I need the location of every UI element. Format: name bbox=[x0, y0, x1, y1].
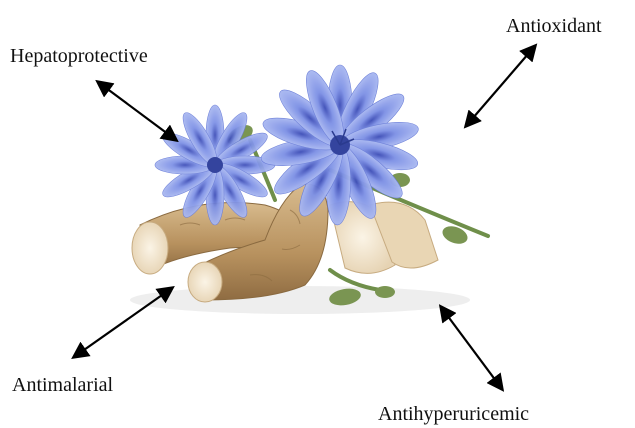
root-cut-end-2 bbox=[188, 262, 222, 302]
flower-right bbox=[259, 65, 421, 225]
label-hepatoprotective: Hepatoprotective bbox=[10, 46, 148, 66]
arrow-antioxidant bbox=[466, 46, 535, 126]
ground-shadow bbox=[130, 286, 470, 314]
root-cut-end-1 bbox=[132, 222, 168, 274]
bud-5 bbox=[375, 286, 395, 298]
label-antihyperuricemic: Antihyperuricemic bbox=[378, 404, 529, 424]
label-antioxidant: Antioxidant bbox=[506, 16, 602, 36]
arrow-antimalarial bbox=[74, 288, 172, 357]
roots bbox=[132, 184, 438, 302]
label-antimalarial: Antimalarial bbox=[12, 375, 113, 395]
arrow-antihyperuricemic bbox=[441, 307, 502, 389]
chicory-illustration bbox=[130, 65, 488, 314]
arrow-hepatoprotective bbox=[98, 82, 176, 140]
